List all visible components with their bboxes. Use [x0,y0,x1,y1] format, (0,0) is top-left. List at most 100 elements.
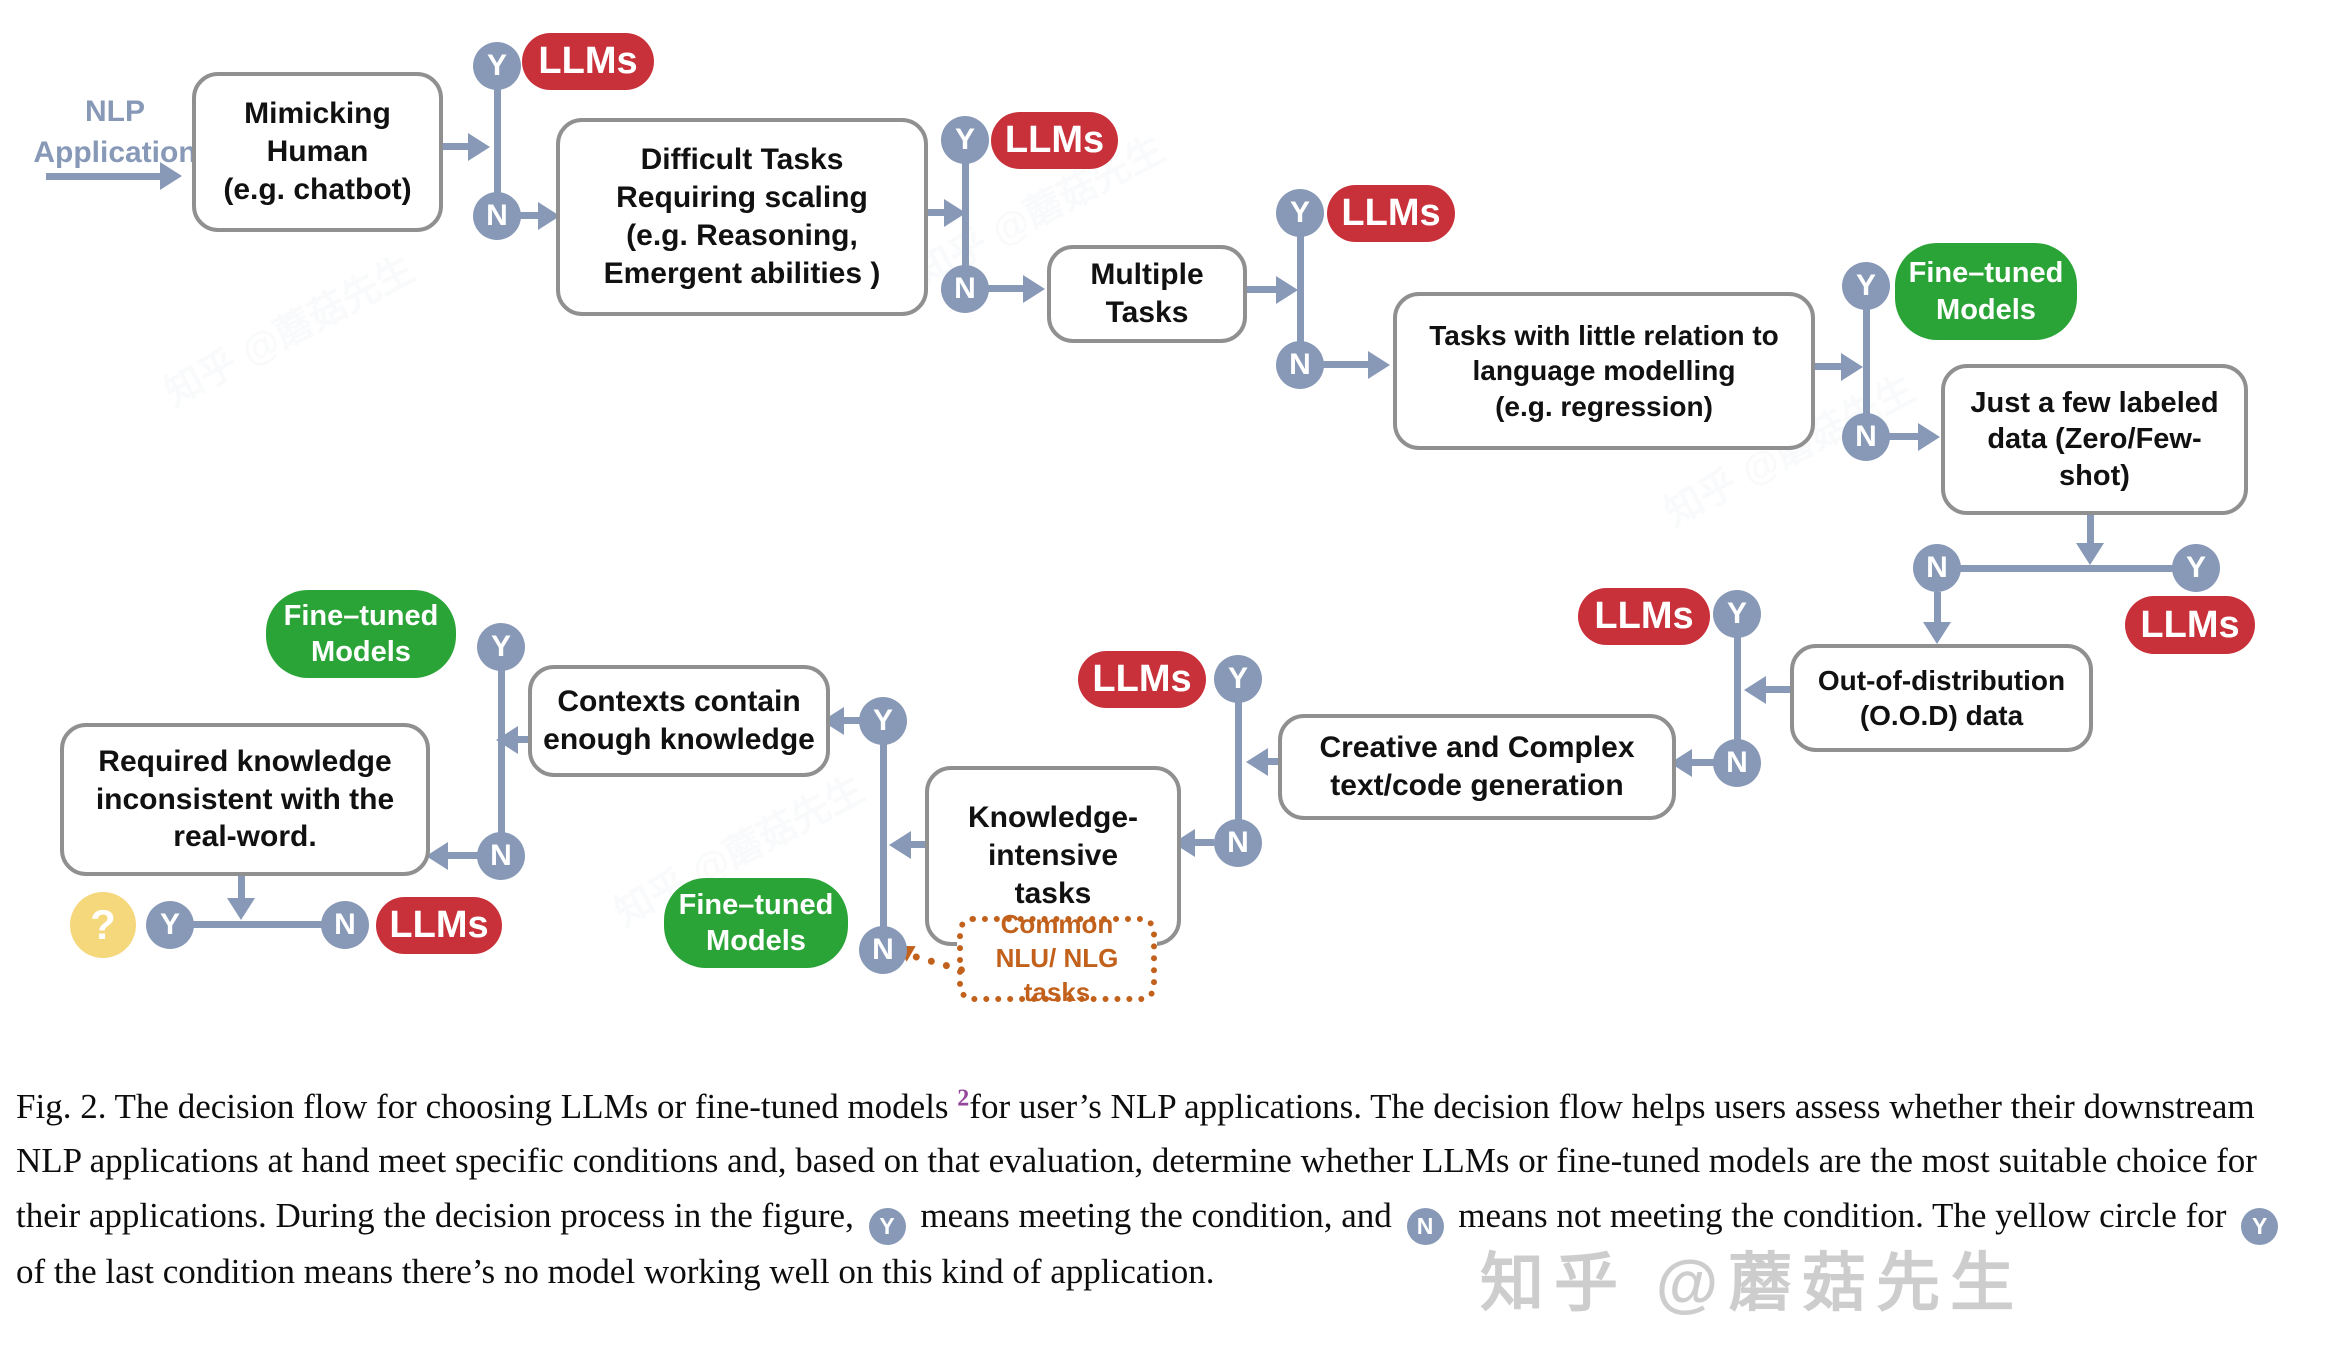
connector-line [840,717,860,724]
decision-node-yes: Y [1842,262,1890,310]
connector-line [1762,686,1790,693]
no-circle-icon: N [1406,1207,1444,1245]
arrowhead [468,133,490,161]
arrowhead [1918,423,1940,451]
connector-line [1264,758,1278,765]
connector-line [1863,286,1870,437]
connector-line [1297,213,1304,365]
connector-line [1692,759,1714,766]
connector-line [2087,507,2094,545]
zhihu-watermark: 知乎 @蘑菇先生 [1480,1247,2025,1319]
figure-caption: Fig. 2. The decision flow for choosing L… [16,1080,2320,1299]
connector-line [512,736,528,743]
connector-line [987,285,1027,292]
box-creative-generation: Creative and Complex text/code generatio… [1278,714,1676,820]
arrowhead [538,202,560,230]
decision-node-yes: Y [477,623,525,671]
connector-line [1239,286,1281,293]
box-contexts-knowledge: Contexts contain enough knowledge [528,665,830,777]
connector-line [880,721,887,950]
arrowhead [1276,276,1298,304]
llms-pill: LLMs [991,112,1118,169]
connector-line [46,173,164,180]
footnote-marker: 2 [957,1085,970,1112]
decision-node-no: N [1276,341,1324,389]
caption-text: Fig. 2. The decision flow for choosing L… [16,1087,958,1126]
decision-node-no: N [321,901,369,949]
connector-line [498,647,505,856]
arrowhead [944,199,966,227]
connector-line [1934,592,1941,626]
decision-node-yes: Y [2172,544,2220,592]
connector-line [238,868,245,900]
connector-line [494,66,501,216]
decision-node-no: N [941,265,989,313]
caption-text: means meeting the condition, and [920,1195,1392,1235]
faint-watermark: 知乎 @蘑菇先生 [158,248,422,415]
arrowhead [1923,622,1951,644]
arrowhead [1841,353,1863,381]
connector-line [448,852,478,859]
start-label-nlp-application: NLP Application [33,95,197,169]
decision-node-yes: Y [859,697,907,745]
unknown-node: ? [70,892,136,958]
arrowhead [1023,275,1045,303]
yes-circle-icon: Y [2241,1207,2279,1245]
caption-text: means not meeting the condition. The yel… [1458,1195,2227,1235]
fine-tuned-models-pill: Fine–tuned Models [664,878,848,968]
decision-node-yes: Y [1214,655,1262,703]
arrowhead [2076,543,2104,565]
connector-line [1807,363,1847,370]
llms-pill: LLMs [1078,651,1206,708]
decision-node-yes: Y [941,116,989,164]
arrowhead [426,842,448,870]
connector-line [1194,839,1214,846]
connector-line [1235,679,1242,843]
arrowhead [1744,676,1766,704]
dotted-line [911,952,966,975]
connector-line [1888,433,1922,440]
connector-line [1734,614,1741,763]
yes-circle-icon: Y [868,1207,906,1245]
connector-line [182,921,334,928]
connector-line [962,140,969,289]
connector-line [1322,361,1372,368]
llms-pill: LLMs [1327,185,1455,242]
decision-node-no: N [1842,413,1890,461]
connector-line [435,143,473,150]
llms-pill: LLMs [522,33,654,90]
decision-node-yes: Y [1276,189,1324,237]
arrowhead [227,898,255,920]
decision-node-no: N [1913,544,1961,592]
decision-node-no: N [477,832,525,880]
arrowhead [889,831,911,859]
box-required-knowledge: Required knowledge inconsistent with the… [60,723,430,876]
decision-node-no: N [1214,819,1262,867]
connector-line [1937,565,2196,572]
fine-tuned-models-pill: Fine–tuned Models [266,590,456,678]
llms-pill: LLMs [1578,588,1710,645]
llms-pill: LLMs [376,897,502,954]
connector-line [519,212,541,219]
llms-pill: LLMs [2125,596,2255,654]
decision-node-yes: Y [146,901,194,949]
arrowhead [160,162,182,190]
decision-node-yes: Y [1713,590,1761,638]
decision-node-no: N [1713,739,1761,787]
box-ood-data: Out-of-distribution (O.O.D) data [1790,644,2093,752]
caption-text: of the last condition means there’s no m… [16,1251,1215,1291]
decision-node-yes: Y [473,42,521,90]
fine-tuned-models-pill: Fine–tuned Models [1895,243,2077,340]
box-few-labeled-data: Just a few labeled data (Zero/Few- shot) [1941,364,2248,515]
arrowhead [1246,748,1268,776]
box-difficult-tasks: Difficult Tasks Requiring scaling (e.g. … [556,118,928,316]
box-little-relation: Tasks with little relation to language m… [1393,292,1815,450]
decision-node-no: N [473,192,521,240]
box-multiple-tasks: Multiple Tasks [1047,245,1247,343]
box-mimicking-human: Mimicking Human (e.g. chatbot) [192,72,443,232]
connector-line [907,841,925,848]
connector-line [920,209,950,216]
caption-text: for user’s NLP applications. The decisio… [16,1087,2257,1235]
box-common-nlu-nlg-tasks: Common NLU/ NLG tasks [957,909,1157,1007]
